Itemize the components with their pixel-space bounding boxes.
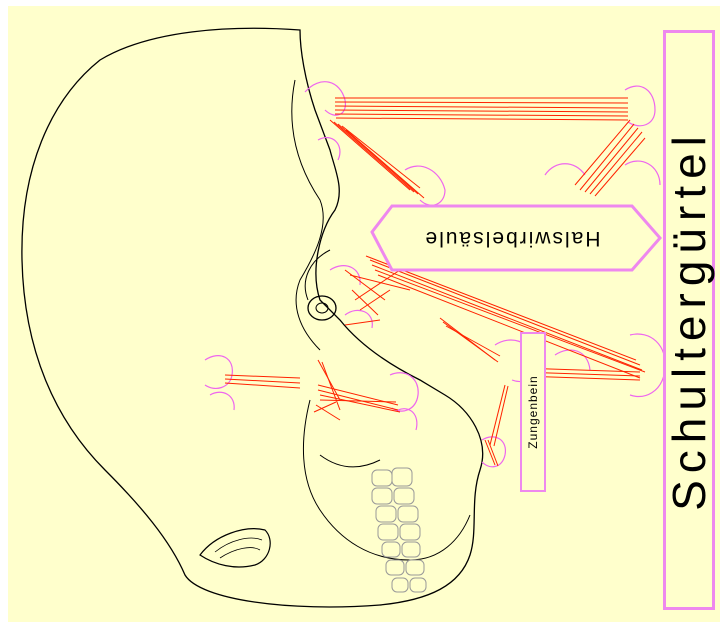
cervical-spine-label: Halswirbelsäule <box>392 218 632 258</box>
shoulder-girdle-label: Schultergürtel <box>662 129 716 511</box>
skull-outline <box>22 28 483 607</box>
attachment-markers <box>205 82 665 467</box>
ear-opening <box>308 296 336 320</box>
hyoid-label-box: Zungenbein <box>520 332 546 492</box>
cheek-line <box>320 455 380 467</box>
muscles <box>225 98 645 466</box>
teeth <box>372 468 426 592</box>
hyoid-label: Zungenbein <box>526 375 540 448</box>
shoulder-girdle-label-box: Schultergürtel <box>663 30 715 610</box>
nasal-region <box>200 529 270 567</box>
jaw-line <box>303 400 470 560</box>
